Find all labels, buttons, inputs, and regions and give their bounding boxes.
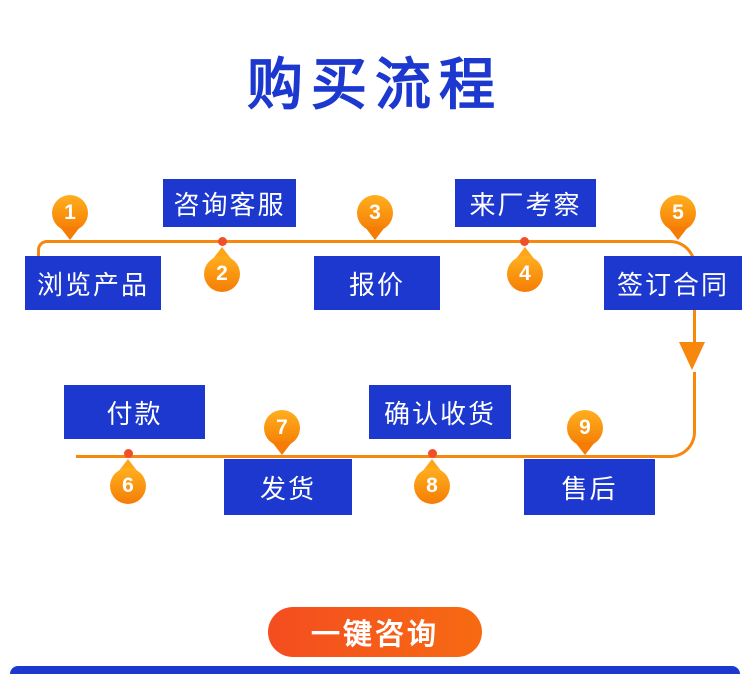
- next-section-edge: [10, 666, 740, 674]
- arrow-down-icon: [679, 342, 705, 370]
- step-marker-4: 4: [507, 247, 543, 292]
- step-label: 浏览产品: [36, 269, 149, 300]
- line-dot: [124, 449, 133, 458]
- step-label: 发货: [259, 473, 316, 504]
- step-label: 付款: [106, 398, 163, 429]
- step-box-factory-visit: 来厂考察: [455, 179, 596, 227]
- step-box-quote: 报价: [314, 256, 440, 310]
- marker-number: 3: [357, 195, 393, 231]
- step-label: 售后: [561, 473, 618, 504]
- marker-number: 6: [110, 468, 146, 504]
- step-label: 报价: [348, 269, 405, 300]
- marker-point-icon: [60, 227, 80, 240]
- step-marker-6: 6: [110, 459, 146, 504]
- flow-line-start-curl: [37, 240, 52, 260]
- step-marker-9: 9: [567, 410, 603, 455]
- marker-number: 1: [52, 195, 88, 231]
- step-label: 来厂考察: [469, 189, 582, 220]
- step-marker-2: 2: [204, 247, 240, 292]
- marker-number: 7: [264, 410, 300, 446]
- page-title: 购买流程: [247, 53, 503, 116]
- flow-line-row2: [76, 372, 696, 458]
- line-dot: [520, 237, 529, 246]
- line-dot: [218, 237, 227, 246]
- marker-number: 4: [507, 256, 543, 292]
- step-marker-7: 7: [264, 410, 300, 455]
- step-box-sign-contract: 签订合同: [604, 256, 742, 310]
- marker-point-icon: [272, 442, 292, 455]
- step-label: 咨询客服: [173, 189, 286, 220]
- step-box-after-sales: 售后: [524, 459, 655, 515]
- step-marker-5: 5: [660, 195, 696, 240]
- marker-number: 9: [567, 410, 603, 446]
- step-marker-1: 1: [52, 195, 88, 240]
- step-box-confirm-receipt: 确认收货: [369, 385, 511, 439]
- consult-button[interactable]: 一键咨询: [268, 607, 482, 657]
- step-box-ship: 发货: [224, 459, 352, 515]
- marker-point-icon: [365, 227, 385, 240]
- marker-number: 2: [204, 256, 240, 292]
- step-label: 签订合同: [616, 269, 729, 300]
- step-label: 确认收货: [383, 398, 496, 429]
- step-box-payment: 付款: [64, 385, 205, 439]
- marker-number: 8: [414, 468, 450, 504]
- consult-button-label: 一键咨询: [310, 619, 439, 651]
- marker-point-icon: [668, 227, 688, 240]
- step-box-consult-service: 咨询客服: [163, 179, 296, 227]
- step-box-browse: 浏览产品: [25, 256, 161, 310]
- step-marker-8: 8: [414, 459, 450, 504]
- marker-number: 5: [660, 195, 696, 231]
- step-marker-3: 3: [357, 195, 393, 240]
- line-dot: [428, 449, 437, 458]
- marker-point-icon: [575, 442, 595, 455]
